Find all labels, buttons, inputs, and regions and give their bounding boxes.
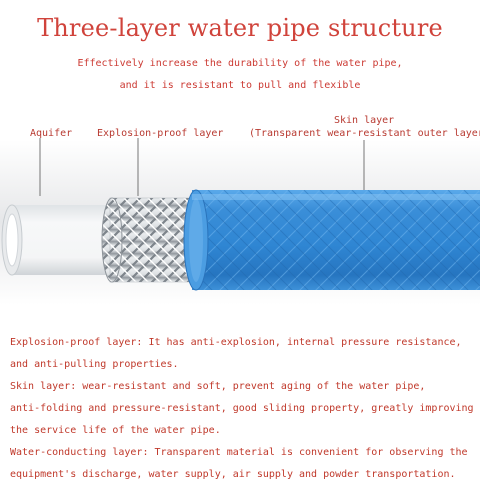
label-explosion-proof-layer: Explosion-proof layer (97, 128, 224, 139)
description-line: and anti-pulling properties. (10, 359, 179, 370)
description-line: the service life of the water pipe. (10, 425, 221, 436)
description-line: Water-conducting layer: Transparent mate… (10, 447, 468, 458)
label-skin-layer: Skin layer (334, 115, 395, 126)
pipe-illustration (0, 138, 480, 305)
label-skin-layer-detail: (Transparent wear-resistant outer layer (249, 128, 480, 139)
description-line: Skin layer: wear-resistant and soft, pre… (10, 381, 426, 392)
description-line: Explosion-proof layer: It has anti-explo… (10, 337, 462, 348)
subtitle-line-2: and it is resistant to pull and flexible (119, 80, 361, 91)
description-line: equipment's discharge, water supply, air… (10, 469, 456, 480)
page-title: Three-layer water pipe structure (37, 14, 443, 42)
subtitle-line-1: Effectively increase the durability of t… (77, 58, 403, 69)
label-aquifer: Aquifer (30, 128, 73, 139)
description-line: anti-folding and pressure-resistant, goo… (10, 403, 474, 414)
